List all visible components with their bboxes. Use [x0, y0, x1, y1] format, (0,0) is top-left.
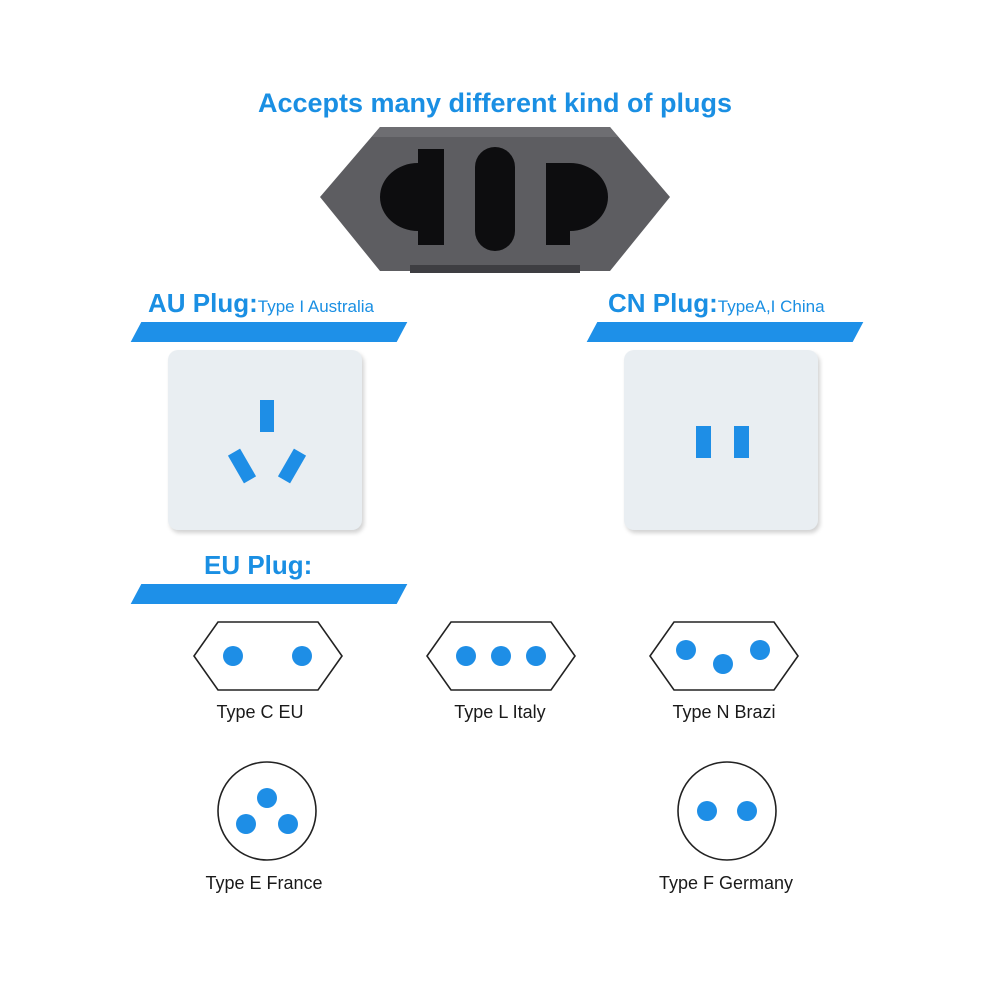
cn-plug-desc: TypeA,I China [717, 297, 825, 316]
eu-plug-bar [130, 584, 408, 604]
universal-socket-image [320, 127, 670, 273]
type-f-plug-icon [677, 761, 777, 861]
type-n-plug-icon [649, 621, 799, 691]
type-l-plug-icon [426, 621, 576, 691]
cn-plug-name: CN Plug: [608, 288, 718, 318]
type-e-plug-icon [217, 761, 317, 861]
type-c-plug-icon [193, 621, 343, 691]
type-n-label: Type N Brazi [672, 702, 776, 722]
au-plug-name: AU Plug: [148, 288, 258, 318]
cn-plug-bar [586, 322, 864, 342]
au-plug-bar [130, 322, 408, 342]
cn-socket-pins [696, 426, 749, 458]
au-socket-tile [168, 350, 362, 530]
au-plug-desc: Type I Australia [257, 297, 374, 316]
eu-plug-title: EU Plug: [204, 550, 313, 580]
type-e-label: Type E France [205, 873, 323, 893]
headline: Accepts many different kind of plugs [257, 88, 733, 118]
type-c-label: Type C EU [216, 702, 304, 722]
type-l-label: Type L Italy [454, 702, 546, 722]
cn-plug-title: CN Plug:TypeA,I China [608, 288, 825, 319]
cn-socket-tile [624, 350, 818, 530]
au-plug-title: AU Plug:Type I Australia [148, 288, 374, 319]
type-f-label: Type F Germany [658, 873, 794, 893]
au-socket-pins [227, 400, 307, 484]
